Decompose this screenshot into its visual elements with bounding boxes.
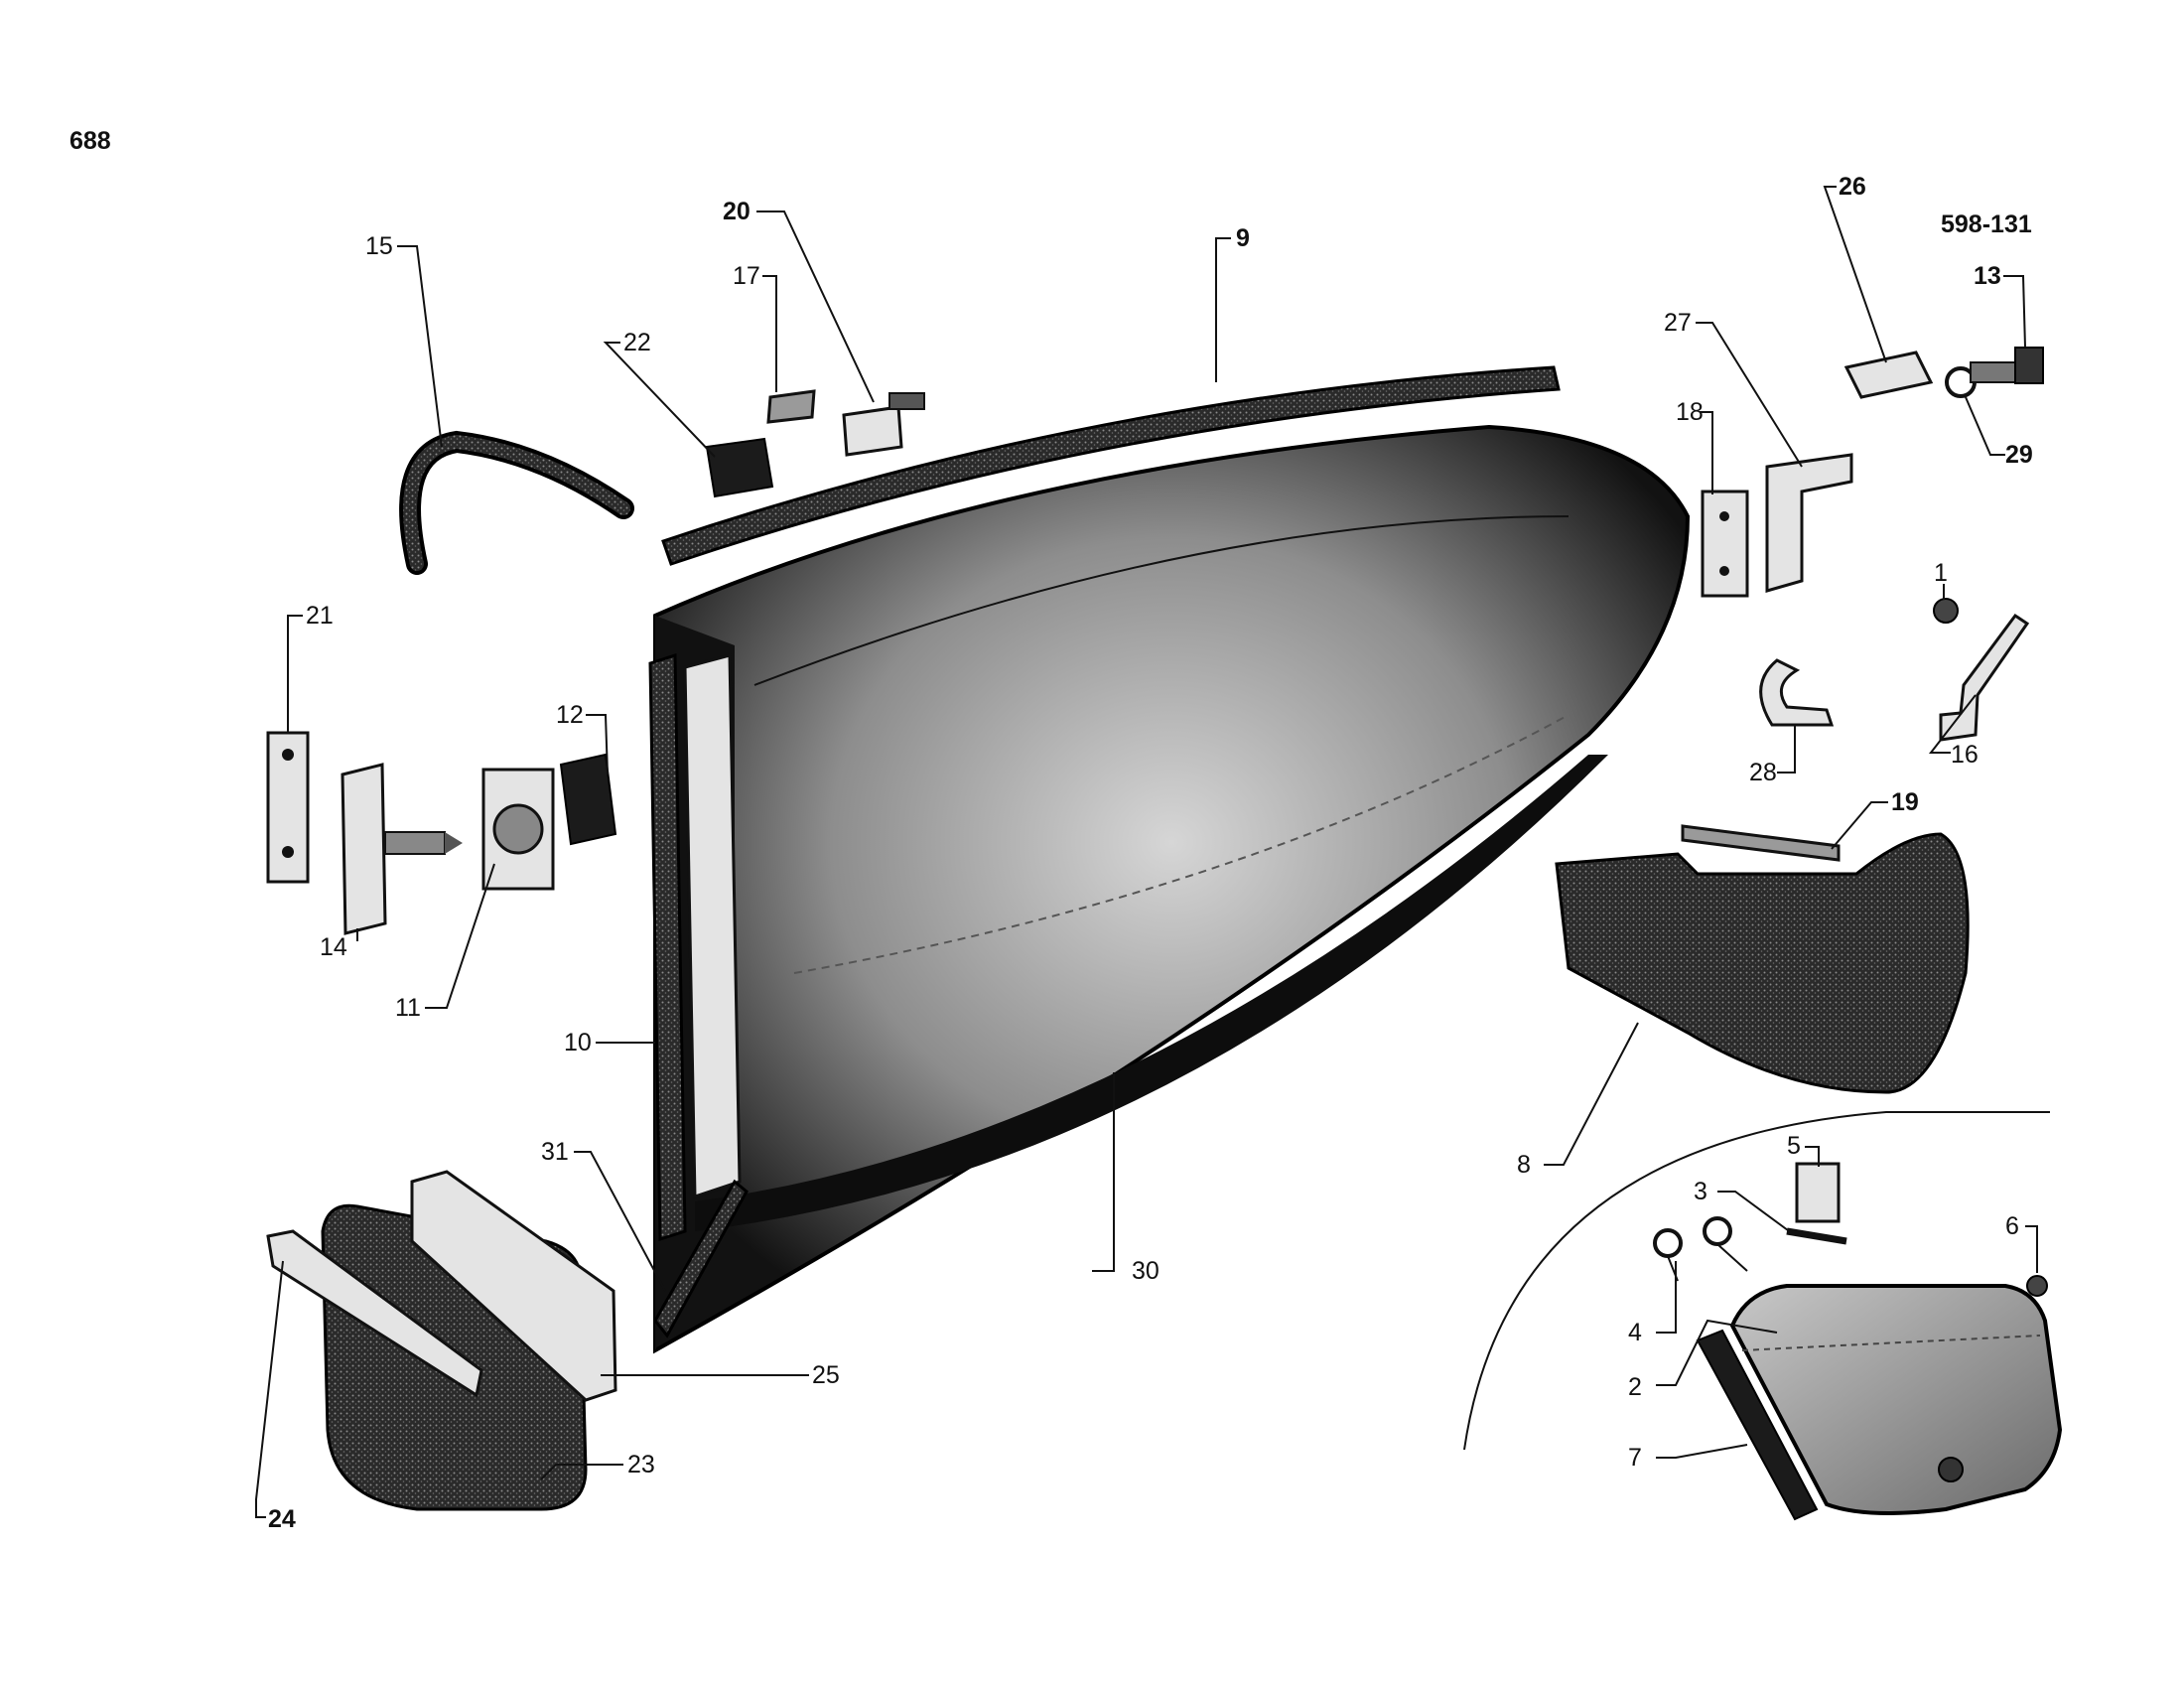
part-1-screw bbox=[1933, 598, 1959, 624]
callout-8-label: 8 bbox=[1517, 1151, 1531, 1179]
callout-11-label: 11 bbox=[395, 994, 421, 1022]
part-8-trim-panel bbox=[1555, 832, 1970, 1094]
callout-29-label: 29 bbox=[2005, 441, 2033, 469]
callout-2-label: 2 bbox=[1628, 1373, 1642, 1401]
callout-27: 27 bbox=[1664, 309, 1803, 468]
callout-4: 4 bbox=[1628, 1261, 1677, 1346]
callout-19: 19 bbox=[1831, 788, 1919, 850]
page-number: 688 bbox=[69, 127, 111, 155]
callout-19-label: 19 bbox=[1891, 788, 1919, 816]
callout-17: 17 bbox=[733, 262, 777, 392]
callout-13: 13 bbox=[1974, 262, 2026, 349]
callout-23: 23 bbox=[540, 1451, 655, 1480]
callout-20-label: 20 bbox=[723, 198, 751, 225]
callout-7: 7 bbox=[1628, 1444, 1748, 1472]
callout-3-label: 3 bbox=[1694, 1178, 1707, 1205]
part-10-vertical-seal bbox=[648, 652, 742, 1242]
part-28-clip bbox=[1759, 658, 1835, 727]
callout-18: 18 bbox=[1676, 398, 1713, 494]
callout-31: 31 bbox=[541, 1138, 666, 1292]
callout-31-label: 31 bbox=[541, 1138, 569, 1166]
callout-15-label: 15 bbox=[365, 232, 393, 260]
part-5-hinge-bracket bbox=[1795, 1162, 1841, 1223]
callout-10-label: 10 bbox=[564, 1029, 592, 1056]
callout-6-label: 6 bbox=[2005, 1212, 2019, 1240]
part-18-plate bbox=[1701, 490, 1749, 598]
part-17-plate bbox=[766, 389, 816, 424]
part-4-springs bbox=[1653, 1216, 1748, 1282]
callout-7-label: 7 bbox=[1628, 1444, 1642, 1472]
callout-23-label: 23 bbox=[627, 1451, 655, 1478]
part-13-bolt bbox=[1970, 347, 2044, 384]
callout-16-label: 16 bbox=[1951, 741, 1979, 769]
callout-9-label: 9 bbox=[1236, 224, 1250, 252]
callout-21-label: 21 bbox=[306, 602, 334, 630]
drawing-reference: 598-131 bbox=[1941, 211, 2032, 238]
callout-5-label: 5 bbox=[1787, 1132, 1801, 1160]
callout-30-label: 30 bbox=[1132, 1257, 1160, 1285]
callout-25-label: 25 bbox=[812, 1361, 840, 1389]
part-19-channel bbox=[1681, 824, 1841, 862]
callout-14-label: 14 bbox=[320, 933, 347, 961]
part-3-pin bbox=[1786, 1227, 1847, 1245]
part-31-lower-seal bbox=[653, 1179, 749, 1338]
callout-29: 29 bbox=[1965, 396, 2033, 469]
callout-9: 9 bbox=[1215, 224, 1250, 382]
callout-12: 12 bbox=[556, 701, 609, 775]
part-11-lock-housing bbox=[481, 768, 555, 891]
part-16-strap bbox=[1939, 613, 2030, 742]
part-27-angle-bracket bbox=[1765, 453, 1853, 593]
callout-6: 6 bbox=[2005, 1212, 2038, 1273]
part-30-door-panel bbox=[653, 424, 1691, 1354]
part-20-catch bbox=[842, 392, 925, 457]
callout-17-label: 17 bbox=[733, 262, 760, 290]
part-21-hinge-plate bbox=[266, 731, 310, 884]
callout-22: 22 bbox=[603, 329, 716, 458]
callout-18-label: 18 bbox=[1676, 398, 1704, 426]
callout-12-label: 12 bbox=[556, 701, 584, 729]
part-22-bracket bbox=[705, 437, 774, 498]
part-6-screw bbox=[2026, 1275, 2048, 1297]
callout-25: 25 bbox=[601, 1361, 840, 1389]
callout-8: 8 bbox=[1517, 1022, 1639, 1179]
part-7-lid-seal bbox=[1696, 1329, 1819, 1521]
callout-20: 20 bbox=[723, 198, 875, 403]
callout-22-label: 22 bbox=[623, 329, 651, 356]
callout-24: 24 bbox=[255, 1260, 296, 1533]
callout-21: 21 bbox=[287, 602, 334, 733]
callout-10: 10 bbox=[564, 1029, 655, 1056]
callout-27-label: 27 bbox=[1664, 309, 1692, 337]
callout-3: 3 bbox=[1694, 1178, 1793, 1234]
part-26-bracket bbox=[1843, 351, 1934, 399]
callout-14: 14 bbox=[320, 928, 358, 961]
part-14-lock-pin bbox=[341, 763, 463, 935]
part-9-top-seal-strip bbox=[661, 365, 1561, 566]
callout-16: 16 bbox=[1928, 694, 1979, 769]
part-24-rail bbox=[266, 1229, 483, 1398]
inset-divider-arc bbox=[1463, 1111, 2050, 1451]
callout-1: 1 bbox=[1934, 559, 1948, 600]
callout-4-label: 4 bbox=[1628, 1319, 1642, 1346]
callout-26: 26 bbox=[1823, 173, 1887, 363]
part-25-plate bbox=[410, 1170, 617, 1402]
callout-5: 5 bbox=[1787, 1132, 1820, 1167]
part-2-lid bbox=[1729, 1284, 2063, 1515]
callout-28: 28 bbox=[1749, 725, 1796, 786]
callout-1-label: 1 bbox=[1934, 559, 1948, 587]
callout-2: 2 bbox=[1628, 1319, 1778, 1401]
callout-24-label: 24 bbox=[268, 1505, 296, 1533]
callout-15: 15 bbox=[365, 232, 443, 448]
callout-26-label: 26 bbox=[1839, 173, 1866, 201]
callout-30: 30 bbox=[1092, 1072, 1160, 1285]
part-12-bracket bbox=[559, 753, 617, 846]
callout-28-label: 28 bbox=[1749, 759, 1777, 786]
callout-13-label: 13 bbox=[1974, 262, 2001, 290]
callout-11: 11 bbox=[395, 863, 495, 1022]
